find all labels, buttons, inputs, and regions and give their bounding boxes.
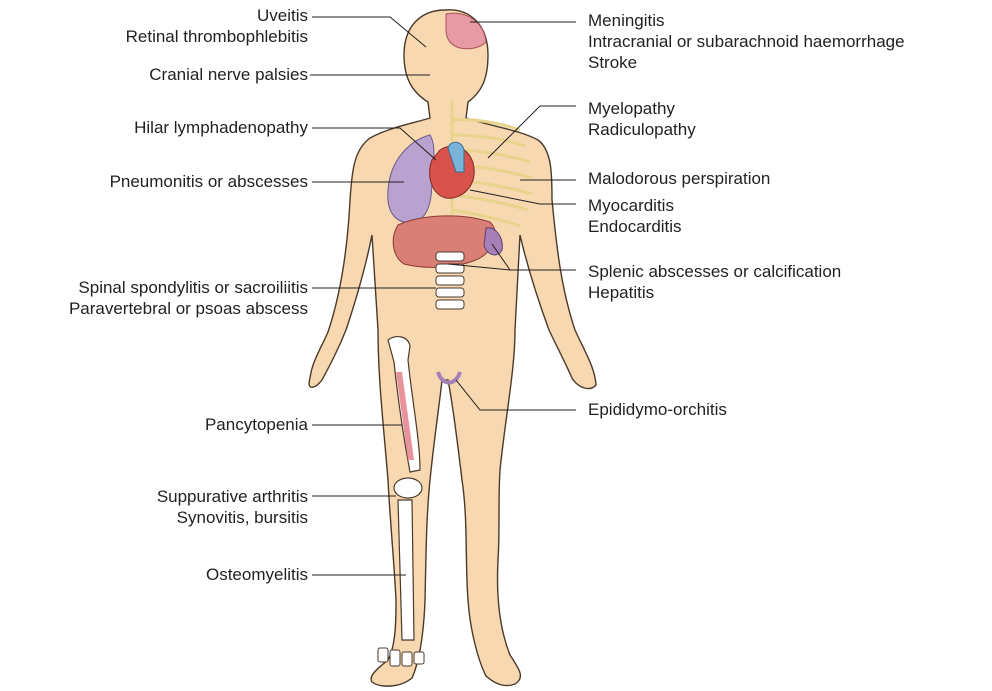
label-hilar: Hilar lymphadenopathy [134,117,308,138]
label-hilar-lymphadenopathy: Hilar lymphadenopathy [134,117,308,138]
label-synovitis-bursitis: Synovitis, bursitis [157,507,308,528]
label-joint: Suppurative arthritis Synovitis, bursiti… [157,486,308,528]
label-paravertebral-abscess: Paravertebral or psoas abscess [69,298,308,319]
label-cranial-nerve-palsies: Cranial nerve palsies [149,64,308,85]
label-eye: Uveitis Retinal thrombophlebitis [126,5,308,47]
label-myocarditis: Myocarditis [588,195,682,216]
label-osteomyelitis: Osteomyelitis [206,564,308,585]
label-hepatitis: Hepatitis [588,282,841,303]
label-nerves: Myelopathy Radiculopathy [588,98,696,140]
label-bone: Osteomyelitis [206,564,308,585]
label-malodorous-perspiration: Malodorous perspiration [588,168,770,189]
label-heart: Myocarditis Endocarditis [588,195,682,237]
knee-joint [394,478,422,498]
label-pancytopenia: Pancytopenia [205,414,308,435]
label-splenic-abscesses: Splenic abscesses or calcification [588,261,841,282]
label-suppurative-arthritis: Suppurative arthritis [157,486,308,507]
brain [446,13,486,49]
label-pneumonitis: Pneumonitis or abscesses [110,171,308,192]
label-cranial: Cranial nerve palsies [149,64,308,85]
label-lung: Pneumonitis or abscesses [110,171,308,192]
label-uveitis: Uveitis [126,5,308,26]
label-skin: Malodorous perspiration [588,168,770,189]
label-brain: Meningitis Intracranial or subarachnoid … [588,10,905,73]
label-stroke: Stroke [588,52,905,73]
label-spinal-spondylitis: Spinal spondylitis or sacroiliitis [69,277,308,298]
lumbar-vertebrae [436,252,464,309]
label-endocarditis: Endocarditis [588,216,682,237]
label-myelopathy: Myelopathy [588,98,696,119]
label-retinal-thrombophlebitis: Retinal thrombophlebitis [126,26,308,47]
label-spleen: Splenic abscesses or calcification Hepat… [588,261,841,303]
label-marrow: Pancytopenia [205,414,308,435]
label-meningitis: Meningitis [588,10,905,31]
label-haemorrhage: Intracranial or subarachnoid haemorrhage [588,31,905,52]
label-radiculopathy: Radiculopathy [588,119,696,140]
label-epididymo-orchitis: Epididymo-orchitis [588,399,727,420]
label-testis: Epididymo-orchitis [588,399,727,420]
label-spine: Spinal spondylitis or sacroiliitis Parav… [69,277,308,319]
